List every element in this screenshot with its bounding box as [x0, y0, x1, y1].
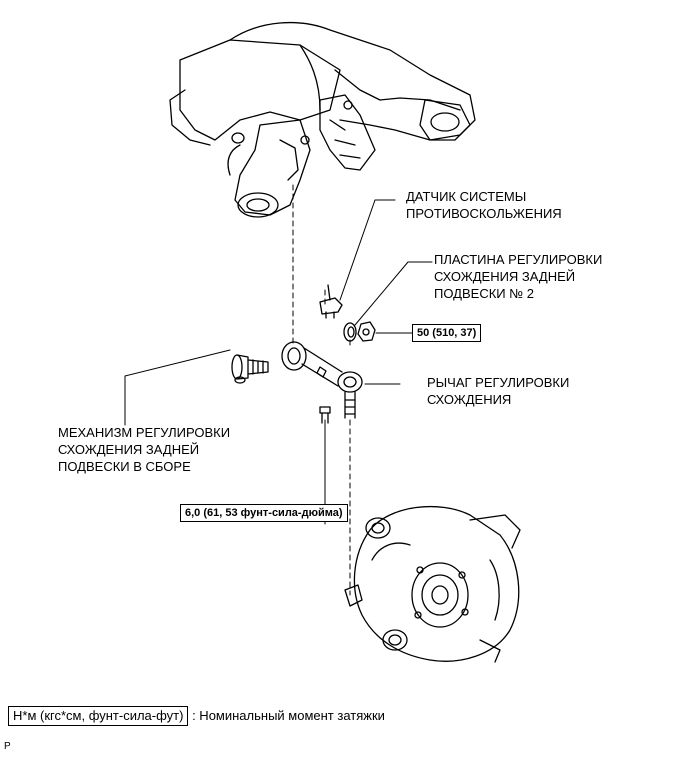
label-toe-plate: ПЛАСТИНА РЕГУЛИРОВКИ СХОЖДЕНИЯ ЗАДНЕЙ ПО…	[434, 252, 603, 301]
torque-nut: 50 (510, 37)	[412, 324, 482, 342]
label-abs-sensor: ДАТЧИК СИСТЕМЫ ПРОТИВОСКОЛЬЖЕНИЯ	[406, 189, 562, 221]
rear-axle-carrier	[344, 505, 521, 663]
nut	[357, 321, 376, 342]
leader-toe-mechanism	[124, 349, 231, 426]
torque-bolt: 6,0 (61, 53 фунт-сила-дюйма)	[180, 504, 348, 522]
legend: Н*м (кгс*см, фунт-сила-фут) : Номинальны…	[8, 706, 385, 726]
abs-sensor	[319, 284, 343, 319]
legend-units: Н*м (кгс*см, фунт-сила-фут)	[8, 706, 189, 726]
small-bolt	[319, 406, 331, 424]
label-toe-mechanism: МЕХАНИЗМ РЕГУЛИРОВКИ СХОЖДЕНИЯ ЗАДНЕЙ ПО…	[58, 425, 231, 474]
toe-adjust-bolt	[231, 354, 269, 384]
leader-toe-plate	[354, 261, 433, 326]
toe-plate	[343, 322, 357, 342]
leader-abs-sensor	[339, 199, 396, 301]
label-toe-arm: РЫЧАГ РЕГУЛИРОВКИ СХОЖДЕНИЯ	[427, 375, 570, 407]
toe-adjust-arm	[281, 341, 363, 419]
rear-subframe	[169, 22, 476, 218]
corner-mark: P	[4, 741, 11, 752]
legend-description: : Номинальный момент затяжки	[192, 708, 385, 723]
